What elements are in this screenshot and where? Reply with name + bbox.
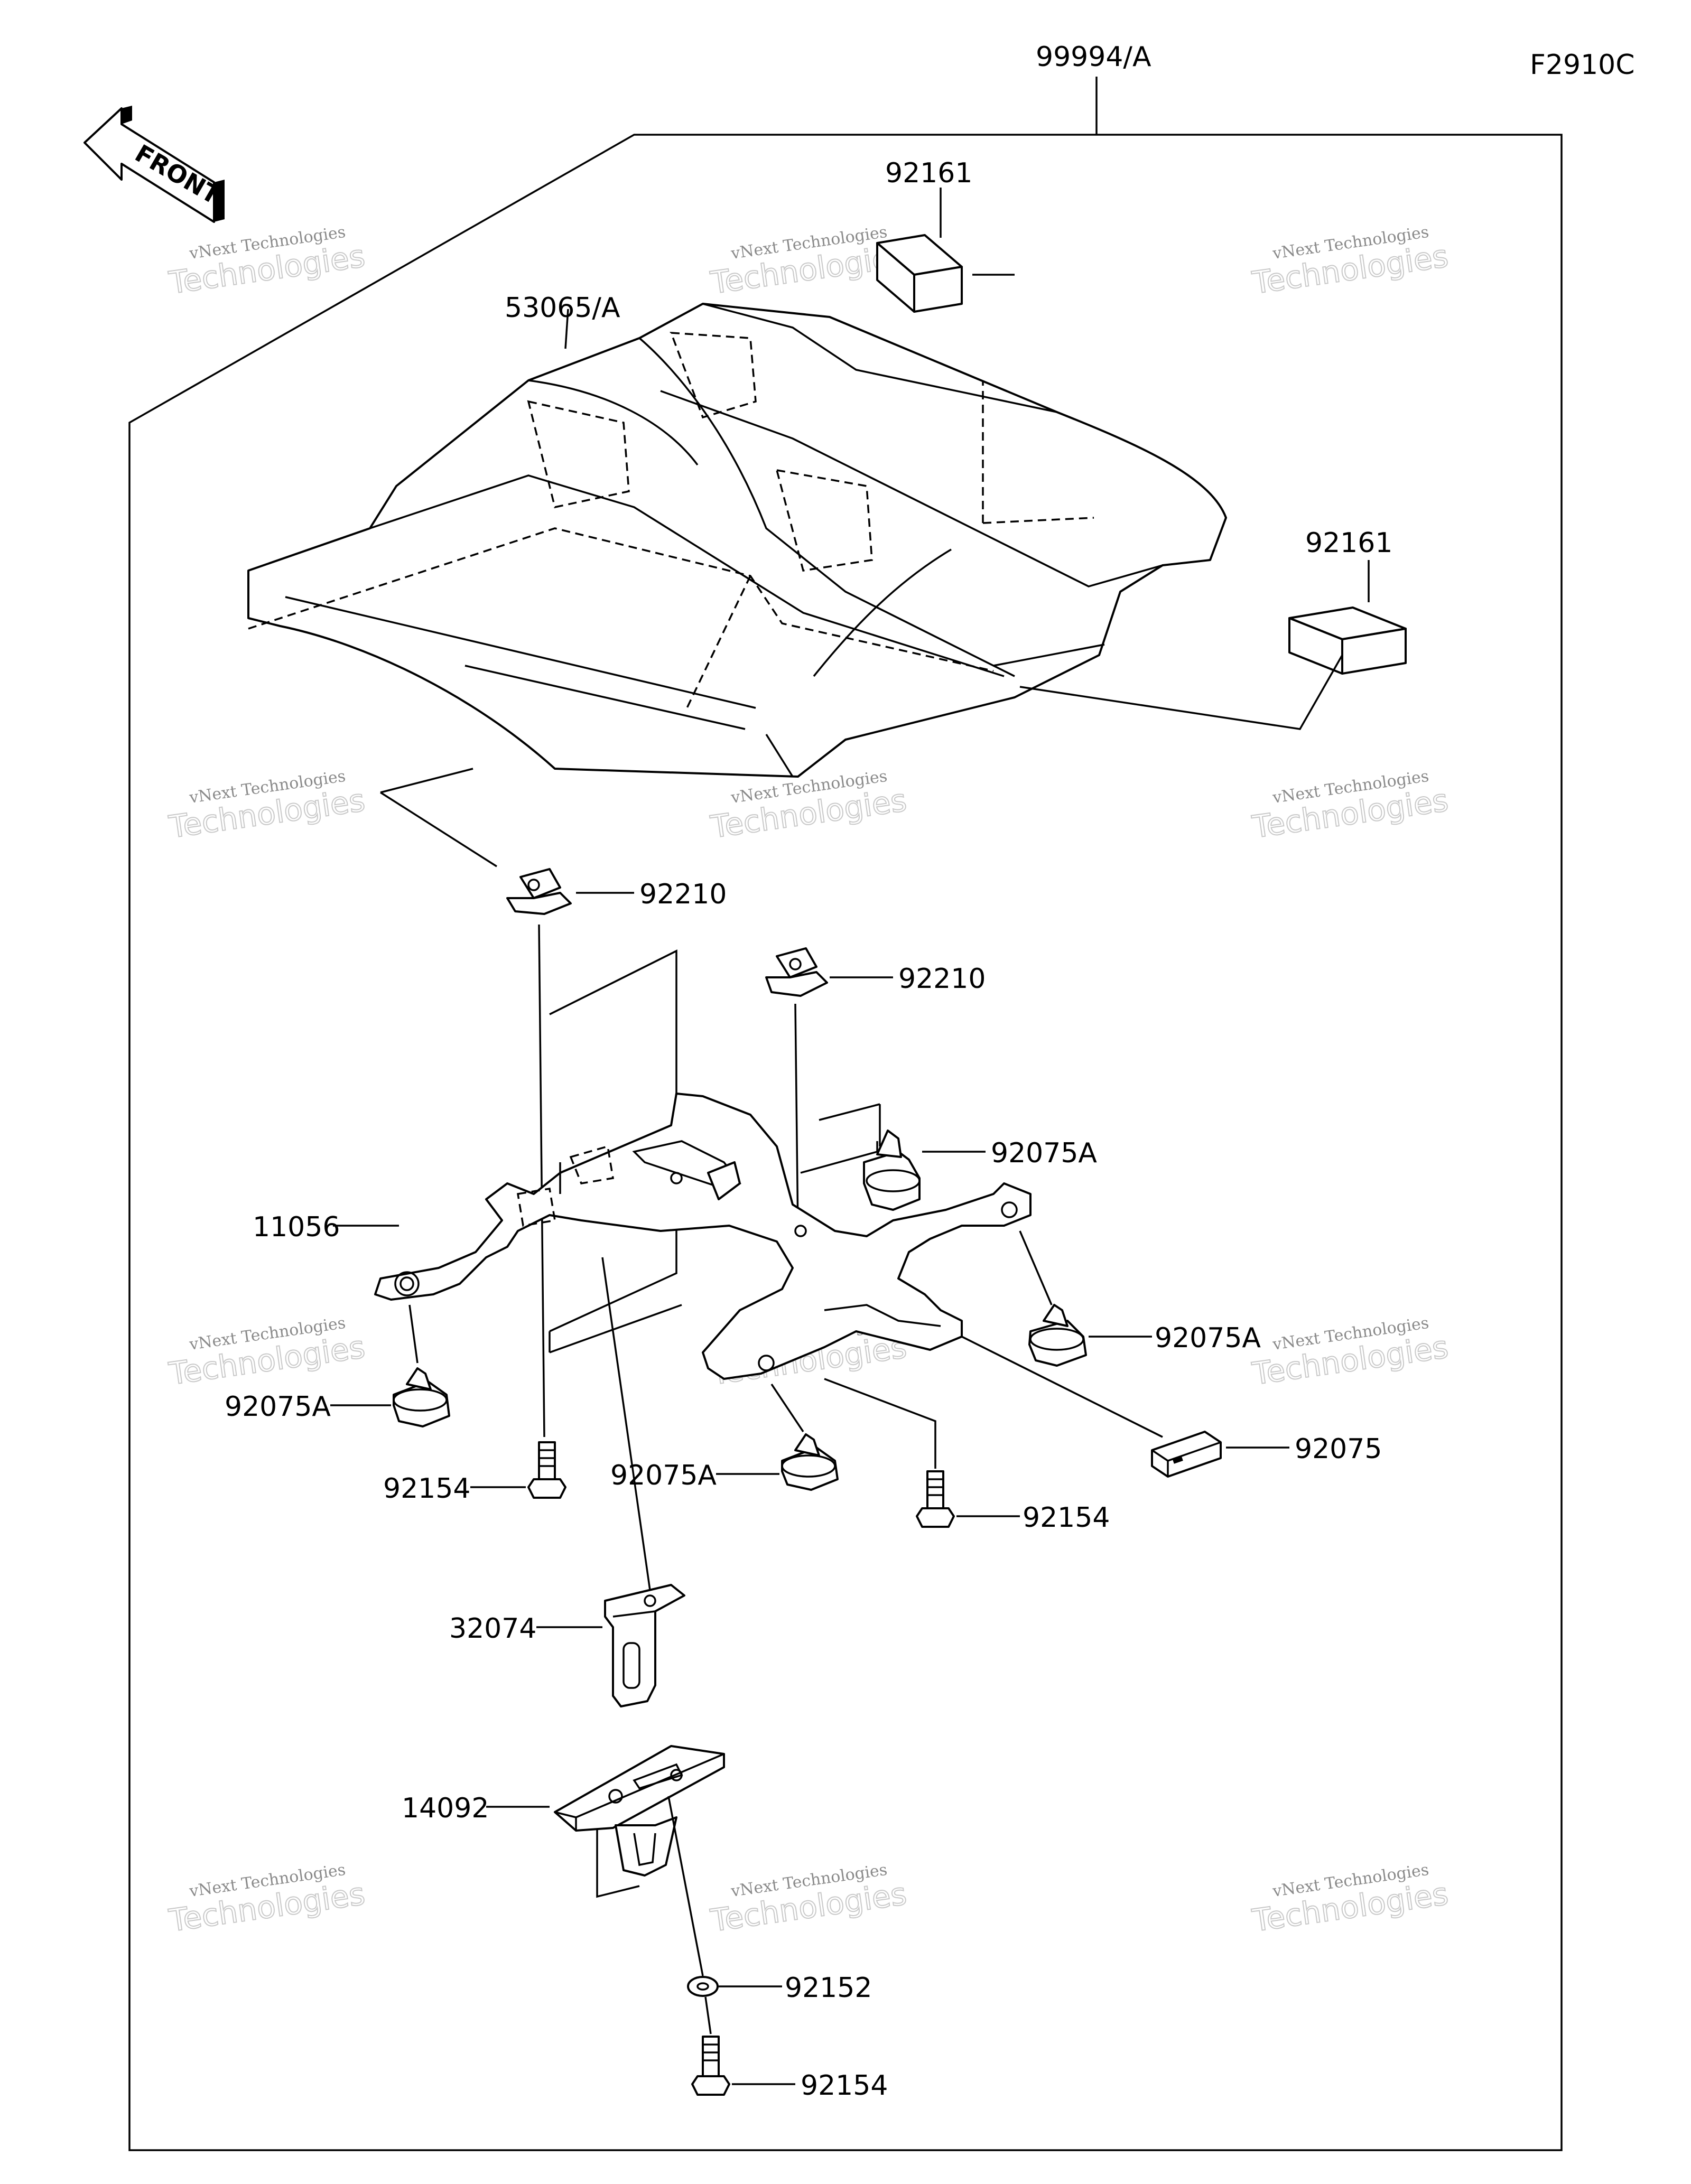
- label-92154-right: 92154: [1023, 1502, 1110, 1534]
- leader-line: [380, 768, 473, 794]
- seat-cowl: [247, 303, 1227, 778]
- nut-left: [506, 868, 572, 915]
- label-92154-left: 92154: [383, 1473, 470, 1505]
- leader-line: [408, 1304, 419, 1364]
- label-92161-right: 92161: [1305, 527, 1392, 559]
- label-99994A: 99994/A: [1036, 41, 1151, 73]
- label-92152: 92152: [785, 1972, 872, 2004]
- label-92154-bottom: 92154: [801, 2070, 888, 2102]
- damper-right: [1028, 1304, 1087, 1367]
- damper-center: [781, 1433, 839, 1491]
- label-92075A-right: 92075A: [1155, 1322, 1261, 1354]
- damper-top: [863, 1130, 921, 1211]
- bolt-left: [527, 1441, 566, 1499]
- clip: [1151, 1431, 1222, 1478]
- nut-right: [765, 947, 828, 997]
- leader-line: [596, 1828, 640, 1898]
- bracket: [374, 1093, 1032, 1380]
- leader-line: [380, 791, 497, 867]
- leader-line: [704, 1996, 712, 2034]
- leader-line: [794, 1003, 799, 1231]
- pad-right: [1288, 606, 1407, 675]
- front-arrow-icon: FRONT: [83, 106, 225, 223]
- label-11056: 11056: [253, 1211, 340, 1243]
- leader-line: [961, 1336, 1163, 1438]
- leader-line: [819, 1103, 880, 1121]
- kit-boundary: [128, 134, 1563, 2151]
- bolt-right: [824, 1378, 955, 1528]
- leader-line: [601, 1257, 651, 1591]
- pad-top: [876, 234, 963, 313]
- leader-line: [549, 1304, 682, 1354]
- bolt-bottom: [691, 2036, 730, 2096]
- leader-line: [667, 1796, 704, 1976]
- leader-line: [564, 309, 569, 349]
- label-92075A-left: 92075A: [225, 1391, 331, 1423]
- label-92210-right: 92210: [898, 963, 986, 995]
- leader-line: [1019, 655, 1343, 730]
- leader-line: [800, 1141, 878, 1174]
- damper-left: [393, 1367, 450, 1427]
- label-92161-top: 92161: [885, 157, 972, 189]
- leader-line: [770, 1384, 804, 1432]
- label-92075A-center: 92075A: [610, 1460, 717, 1491]
- holder: [554, 1745, 725, 1898]
- stay: [604, 1584, 685, 1707]
- label-92210-left: 92210: [639, 879, 727, 910]
- label-53065A: 53065/A: [505, 292, 620, 324]
- washer: [687, 1976, 719, 1997]
- label-92075: 92075: [1295, 1433, 1382, 1465]
- label-92075A-top: 92075A: [991, 1137, 1097, 1169]
- figure-code: F2910C: [1530, 49, 1635, 81]
- leader-line: [1019, 1230, 1053, 1305]
- label-14092: 14092: [402, 1793, 489, 1824]
- label-32074: 32074: [449, 1613, 536, 1645]
- leader-line: [538, 924, 545, 1438]
